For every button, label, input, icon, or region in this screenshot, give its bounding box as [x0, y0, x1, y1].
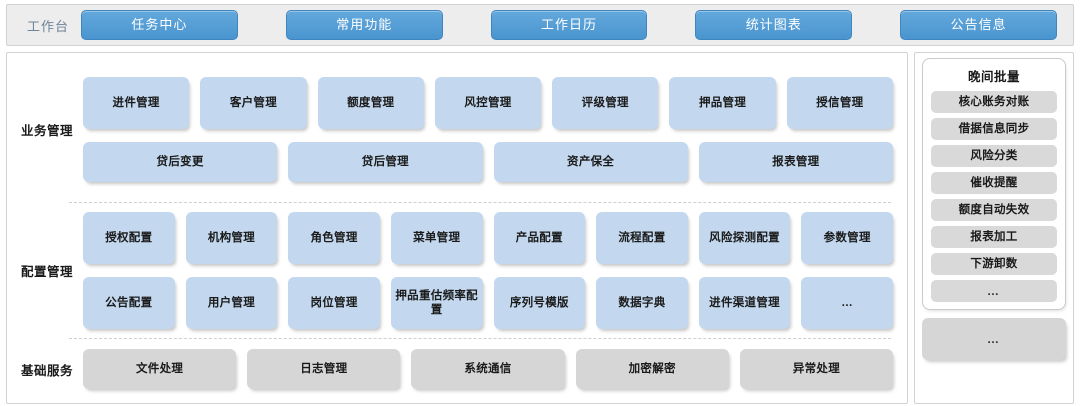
tile-file-processing[interactable]: 文件处理 [83, 349, 237, 390]
tile-application-management[interactable]: 进件管理 [83, 77, 190, 130]
batch-item-loan-note-sync[interactable]: 借据信息同步 [931, 118, 1057, 140]
section-divider-2 [69, 338, 891, 340]
tile-customer-management[interactable]: 客户管理 [200, 77, 307, 130]
tab-announcements[interactable]: 公告信息 [900, 10, 1057, 40]
tab-task-center[interactable]: 任务中心 [81, 10, 238, 40]
basic-services-row-1: 文件处理 日志管理 系统通信 加密解密 异常处理 [83, 349, 894, 390]
tile-position-management[interactable]: 岗位管理 [288, 277, 380, 330]
module-panel: 业务管理 进件管理 客户管理 额度管理 风控管理 评级管理 押品管理 授信管理 … [6, 52, 908, 404]
tile-exception-handling[interactable]: 异常处理 [739, 349, 894, 390]
tile-organization-management[interactable]: 机构管理 [185, 212, 278, 265]
business-row-1: 进件管理 客户管理 额度管理 风控管理 评级管理 押品管理 授信管理 [83, 77, 893, 130]
section-basic-services: 基础服务 文件处理 日志管理 系统通信 加密解密 异常处理 [11, 339, 897, 399]
right-panel: 晚间批量 核心账务对账 借据信息同步 风险分类 催收提醒 额度自动失效 报表加工… [914, 52, 1074, 404]
tile-post-loan-change[interactable]: 贷后变更 [83, 142, 278, 183]
top-navigation-bar: 工作台 任务中心 常用功能 工作日历 统计图表 公告信息 [6, 4, 1074, 46]
business-row-2: 贷后变更 贷后管理 资产保全 报表管理 [83, 142, 893, 183]
section-rows-basic-services: 文件处理 日志管理 系统通信 加密解密 异常处理 [83, 349, 897, 390]
batch-item-downstream-data-unload[interactable]: 下游卸数 [931, 253, 1057, 275]
workbench-label: 工作台 [26, 18, 69, 34]
tile-post-loan-management[interactable]: 贷后管理 [288, 142, 483, 183]
tab-work-calendar[interactable]: 工作日历 [490, 10, 648, 40]
tile-role-management[interactable]: 角色管理 [288, 212, 380, 265]
tile-product-config[interactable]: 产品配置 [493, 212, 586, 265]
tile-user-management[interactable]: 用户管理 [185, 277, 278, 330]
batch-item-report-processing[interactable]: 报表加工 [931, 226, 1057, 248]
tile-limit-management[interactable]: 额度管理 [317, 77, 424, 130]
tile-log-management[interactable]: 日志管理 [247, 349, 401, 390]
tile-announcement-config[interactable]: 公告配置 [83, 277, 175, 330]
nightly-batch-card: 晚间批量 核心账务对账 借据信息同步 风险分类 催收提醒 额度自动失效 报表加工… [922, 58, 1066, 310]
tile-credit-management[interactable]: 授信管理 [786, 77, 893, 130]
section-rows-business: 进件管理 客户管理 额度管理 风控管理 评级管理 押品管理 授信管理 贷后变更 … [83, 77, 897, 183]
tile-config-more[interactable]: … [801, 277, 893, 330]
workbench-body: 业务管理 进件管理 客户管理 额度管理 风控管理 评级管理 押品管理 授信管理 … [6, 52, 1074, 404]
nightly-batch-title: 晚间批量 [967, 70, 1020, 84]
section-business-management: 业务管理 进件管理 客户管理 额度管理 风控管理 评级管理 押品管理 授信管理 … [11, 57, 897, 202]
tile-application-channel-management[interactable]: 进件渠道管理 [698, 277, 791, 330]
batch-item-limit-auto-expiry[interactable]: 额度自动失效 [931, 199, 1057, 221]
tile-data-dictionary[interactable]: 数据字典 [596, 277, 688, 330]
config-row-1: 授权配置 机构管理 角色管理 菜单管理 产品配置 流程配置 风险探测配置 参数管… [83, 212, 893, 265]
tile-process-config[interactable]: 流程配置 [596, 212, 688, 265]
tile-report-management[interactable]: 报表管理 [698, 142, 893, 183]
tab-statistics-chart[interactable]: 统计图表 [695, 10, 853, 40]
tile-system-communication[interactable]: 系统通信 [411, 349, 565, 390]
section-label-business: 业务管理 [20, 124, 73, 139]
tile-collateral-revaluation-frequency-config[interactable]: 押品重估频率配置 [390, 277, 483, 330]
tile-asset-preservation[interactable]: 资产保全 [493, 142, 688, 183]
batch-item-core-account-reconciliation[interactable]: 核心账务对账 [931, 91, 1057, 113]
section-label-basic-services: 基础服务 [20, 363, 73, 378]
section-configuration-management: 配置管理 授权配置 机构管理 角色管理 菜单管理 产品配置 流程配置 风险探测配… [11, 203, 897, 338]
section-divider-1 [69, 202, 891, 204]
right-panel-more-button[interactable]: … [922, 318, 1066, 360]
section-rows-configuration: 授权配置 机构管理 角色管理 菜单管理 产品配置 流程配置 风险探测配置 参数管… [83, 212, 897, 330]
tile-risk-control-management[interactable]: 风控管理 [434, 77, 542, 130]
tab-common-functions[interactable]: 常用功能 [285, 10, 443, 40]
tile-parameter-management[interactable]: 参数管理 [801, 212, 893, 265]
tile-encryption-decryption[interactable]: 加密解密 [575, 349, 729, 390]
tile-authorization-config[interactable]: 授权配置 [83, 212, 175, 265]
tile-rating-management[interactable]: 评级管理 [552, 77, 659, 130]
tile-collateral-management[interactable]: 押品管理 [669, 77, 776, 130]
batch-item-collection-reminder[interactable]: 催收提醒 [931, 172, 1057, 194]
section-label-configuration: 配置管理 [20, 265, 73, 280]
tile-risk-detection-config[interactable]: 风险探测配置 [698, 212, 791, 265]
config-row-2: 公告配置 用户管理 岗位管理 押品重估频率配置 序列号模版 数据字典 进件渠道管… [83, 277, 893, 330]
tile-serial-number-template[interactable]: 序列号模版 [493, 277, 586, 330]
tile-menu-management[interactable]: 菜单管理 [390, 212, 483, 265]
batch-item-more[interactable]: … [931, 280, 1057, 302]
batch-item-risk-classification[interactable]: 风险分类 [931, 145, 1057, 167]
top-tab-list: 任务中心 常用功能 工作日历 统计图表 公告信息 [81, 10, 1065, 40]
